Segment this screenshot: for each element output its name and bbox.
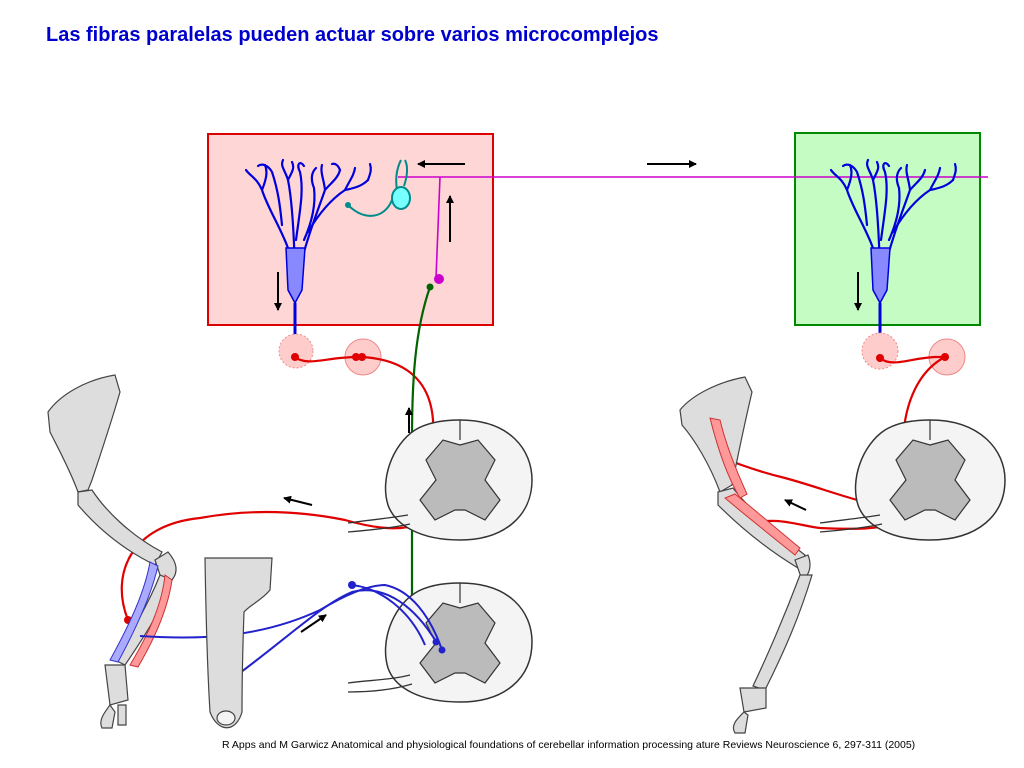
forelimb-icon [47,374,177,729]
parallel-fiber [398,176,988,279]
spinal-roots [347,514,883,693]
paw-icon [204,557,273,729]
spinal-cord-section-icon [384,582,533,703]
golgi-cell-icon [345,159,409,217]
granule-cell-body [434,274,444,284]
flexor-muscle [109,561,159,663]
purkinje-cell-icon [829,158,957,349]
spinal-cord-section-icon [854,419,1006,541]
extensor-muscle [129,574,173,668]
extensor-muscle [724,493,801,556]
granule-cell-icon [391,186,411,210]
nucleus-circles [278,332,966,376]
extensor-muscle [709,417,748,499]
forelimb-icon [679,376,813,734]
microzone-a-box [207,133,494,326]
purkinje-cell-icon [244,158,372,349]
slide-title: Las fibras paralelas pueden actuar sobre… [46,24,659,46]
microzone-b-box [794,132,981,326]
arrow-left-icon [784,499,807,511]
citation-text: R Apps and M Garwicz Anatomical and phys… [222,739,916,751]
arrow-left-icon [283,495,313,506]
spinal-cord-section-icon [384,419,533,541]
arrow-up-right-icon [300,614,327,633]
